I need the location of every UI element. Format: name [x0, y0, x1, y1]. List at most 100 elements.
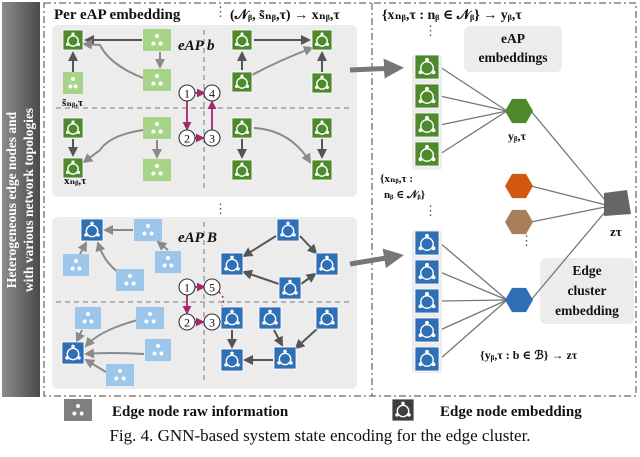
node-raw — [143, 69, 171, 91]
step-marker: 2 — [178, 313, 196, 331]
edge-cluster-box — [540, 258, 634, 324]
ellipsis-hex: ⋮ — [520, 233, 533, 248]
edge-arrow — [77, 241, 87, 255]
node-embedding — [220, 252, 244, 276]
node-embedding — [315, 252, 339, 276]
set-label-line1: {xₙᵦ,τ : — [380, 173, 413, 185]
node-embedding — [231, 29, 253, 51]
arrow-eap-b-to-stack — [349, 58, 404, 79]
edge-arrow — [242, 269, 280, 285]
edge-arrow — [95, 241, 119, 273]
edge-arrow — [84, 358, 107, 373]
edge-arrow — [253, 127, 312, 164]
node-embedding — [62, 117, 84, 139]
stack-node-blue — [414, 317, 440, 343]
node-raw — [75, 307, 101, 329]
eap-embeddings-box — [464, 26, 562, 72]
eap-B-edges — [75, 225, 319, 373]
legend: Edge node raw information Edge node embe… — [64, 398, 582, 422]
node-raw — [143, 117, 171, 139]
node-raw — [136, 307, 164, 329]
stack-node-blue — [414, 288, 440, 314]
legend-raw-label: Edge node raw information — [112, 404, 289, 420]
eap-embedding-green — [505, 98, 533, 124]
edge-arrow — [294, 327, 319, 350]
left-heading: Per eAP embedding — [54, 7, 181, 23]
step-label: 5 — [209, 281, 215, 295]
edge-cluster-line2: cluster — [568, 283, 607, 298]
step-marker: 2 — [178, 129, 196, 147]
eap-b-edges — [68, 35, 327, 164]
node-embedding — [231, 71, 253, 93]
left-formula: (𝒩ᵦ, s̃ₙᵦ,τ) → xₙᵦ,τ — [230, 8, 340, 23]
arrow-eap-B-to-stack — [349, 248, 404, 269]
ellipsis-mid: ⋮ — [214, 201, 227, 216]
step-marker: 1 — [178, 84, 196, 102]
edge-cluster-line3: embedding — [555, 303, 619, 318]
legend-embedding-label: Edge node embedding — [440, 404, 582, 420]
step-marker: 3 — [203, 313, 221, 331]
edge-cluster-line1: Edge — [572, 263, 601, 278]
eap-b-nodes — [62, 29, 333, 181]
node-embedding — [315, 306, 339, 330]
ellipsis-stack-top: ⋮ — [424, 23, 437, 38]
stack-node-green — [414, 54, 440, 80]
eap-B-panel: eAP B — [52, 217, 357, 389]
legend-raw-swatch — [64, 399, 92, 421]
node-embedding — [258, 306, 282, 330]
edge-arrow — [82, 129, 144, 164]
ellipsis-stack-mid: ⋮ — [424, 203, 437, 218]
node-embedding — [80, 218, 104, 242]
node-embedding — [276, 218, 300, 242]
step-label: 1 — [184, 87, 190, 101]
edge-arrow — [75, 329, 85, 343]
edge-arrow — [82, 39, 144, 79]
edge-arrow — [156, 240, 169, 251]
stack-node-green — [414, 112, 440, 138]
node-raw — [106, 364, 134, 386]
node-embedding — [311, 159, 333, 181]
cluster-aggregator — [604, 190, 631, 216]
eap-embedding-orange — [505, 173, 533, 199]
node-embedding — [220, 306, 244, 330]
y-label: yᵦ,τ — [508, 129, 527, 143]
eap-b-panel: eAP b s̃ₙᵦ,τ xₙᵦ,τ — [52, 25, 357, 197]
node-raw — [63, 254, 89, 276]
set-label-line2: nᵦ ∈ 𝒩ᵦ} — [384, 189, 425, 201]
step-marker: 1 — [178, 278, 196, 296]
node-raw — [155, 251, 181, 273]
step-label: 4 — [209, 87, 215, 101]
node-embedding — [311, 117, 333, 139]
aggregation-edges — [439, 66, 611, 360]
edge-arrow — [300, 272, 317, 285]
node-embedding — [273, 346, 297, 370]
step-marker: 5 — [203, 278, 221, 296]
node-embedding — [231, 117, 253, 139]
eap-embedding-tan — [505, 209, 533, 235]
eap-B-nodes — [61, 218, 339, 386]
edge-arrow — [84, 319, 139, 348]
right-bottom-formula: {yᵦ,τ : b ∈ ℬ} → zτ — [480, 348, 578, 362]
node-embedding — [311, 29, 333, 51]
step-label: 2 — [184, 316, 190, 330]
step-marker: 3 — [203, 129, 221, 147]
step-label: 3 — [209, 316, 215, 330]
step-label: 2 — [184, 132, 190, 146]
node-embedding — [231, 159, 253, 181]
sidebar: Heterogeneous edge nodes and with variou… — [2, 2, 40, 397]
stack-node-green — [414, 83, 440, 109]
s-label: s̃ₙᵦ,τ — [62, 97, 83, 109]
sidebar-background — [2, 2, 40, 397]
node-raw — [116, 269, 144, 291]
edge-arrow — [84, 348, 145, 359]
step-marker: 4 — [203, 84, 221, 102]
node-raw — [63, 72, 83, 94]
legend-embedding-swatch — [391, 398, 415, 422]
panel-arrows — [349, 58, 404, 269]
eap-embeddings-line1: eAP — [501, 31, 525, 46]
legend-embedding-node — [391, 398, 415, 422]
stack-node-blue — [414, 346, 440, 372]
legend-raw-node — [64, 399, 92, 421]
embedding-stacks — [412, 54, 631, 373]
